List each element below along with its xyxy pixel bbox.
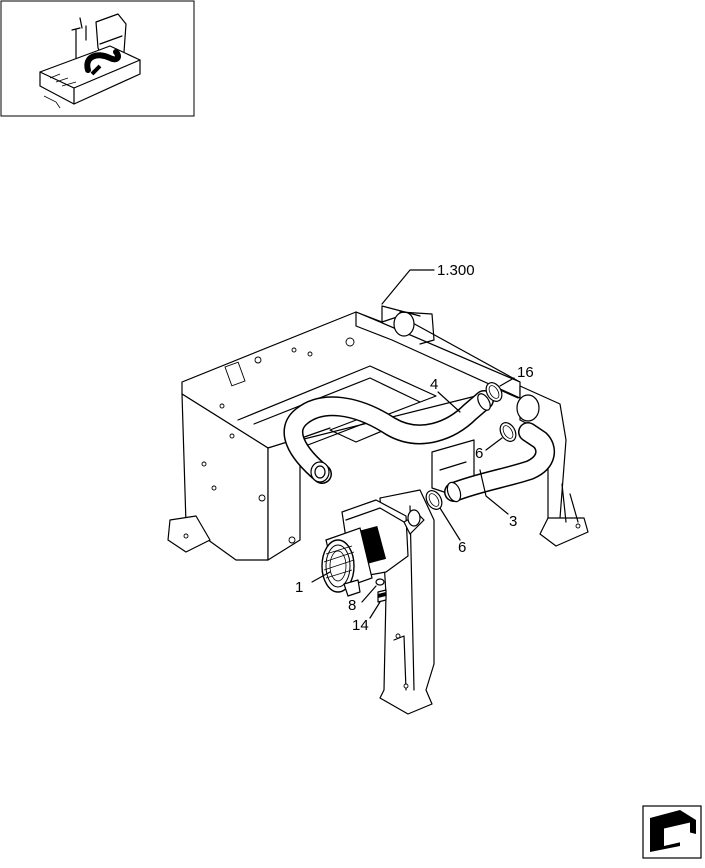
callout-3: 3 xyxy=(509,513,517,530)
callout-14: 14 xyxy=(352,617,369,634)
callout-8: 8 xyxy=(348,597,356,614)
hose-clamp-16 xyxy=(485,382,503,402)
callout-6-lower: 6 xyxy=(458,539,466,556)
hose-3 xyxy=(444,422,556,503)
air-filter-1 xyxy=(321,499,425,597)
next-page-arrow-icon[interactable] xyxy=(642,805,702,859)
locator-thumbnail xyxy=(0,0,195,117)
machine-locator-thumbnail xyxy=(39,13,141,109)
hose-4 xyxy=(283,390,494,484)
callout-6-upper: 6 xyxy=(475,445,483,462)
hose-clamp-6-lower xyxy=(425,490,443,510)
leader-lines xyxy=(311,269,515,619)
callout-1300: 1.300 xyxy=(437,262,475,279)
washer-8 xyxy=(375,578,385,586)
callout-labels: 1.300 4 16 6 3 6 1 8 14 xyxy=(295,262,534,634)
callout-4: 4 xyxy=(430,376,438,393)
hose-clamp-6-upper xyxy=(499,422,517,442)
callout-1: 1 xyxy=(295,579,303,596)
screw-14 xyxy=(377,589,387,603)
callout-16: 16 xyxy=(517,364,534,381)
machine-frame xyxy=(167,305,589,715)
